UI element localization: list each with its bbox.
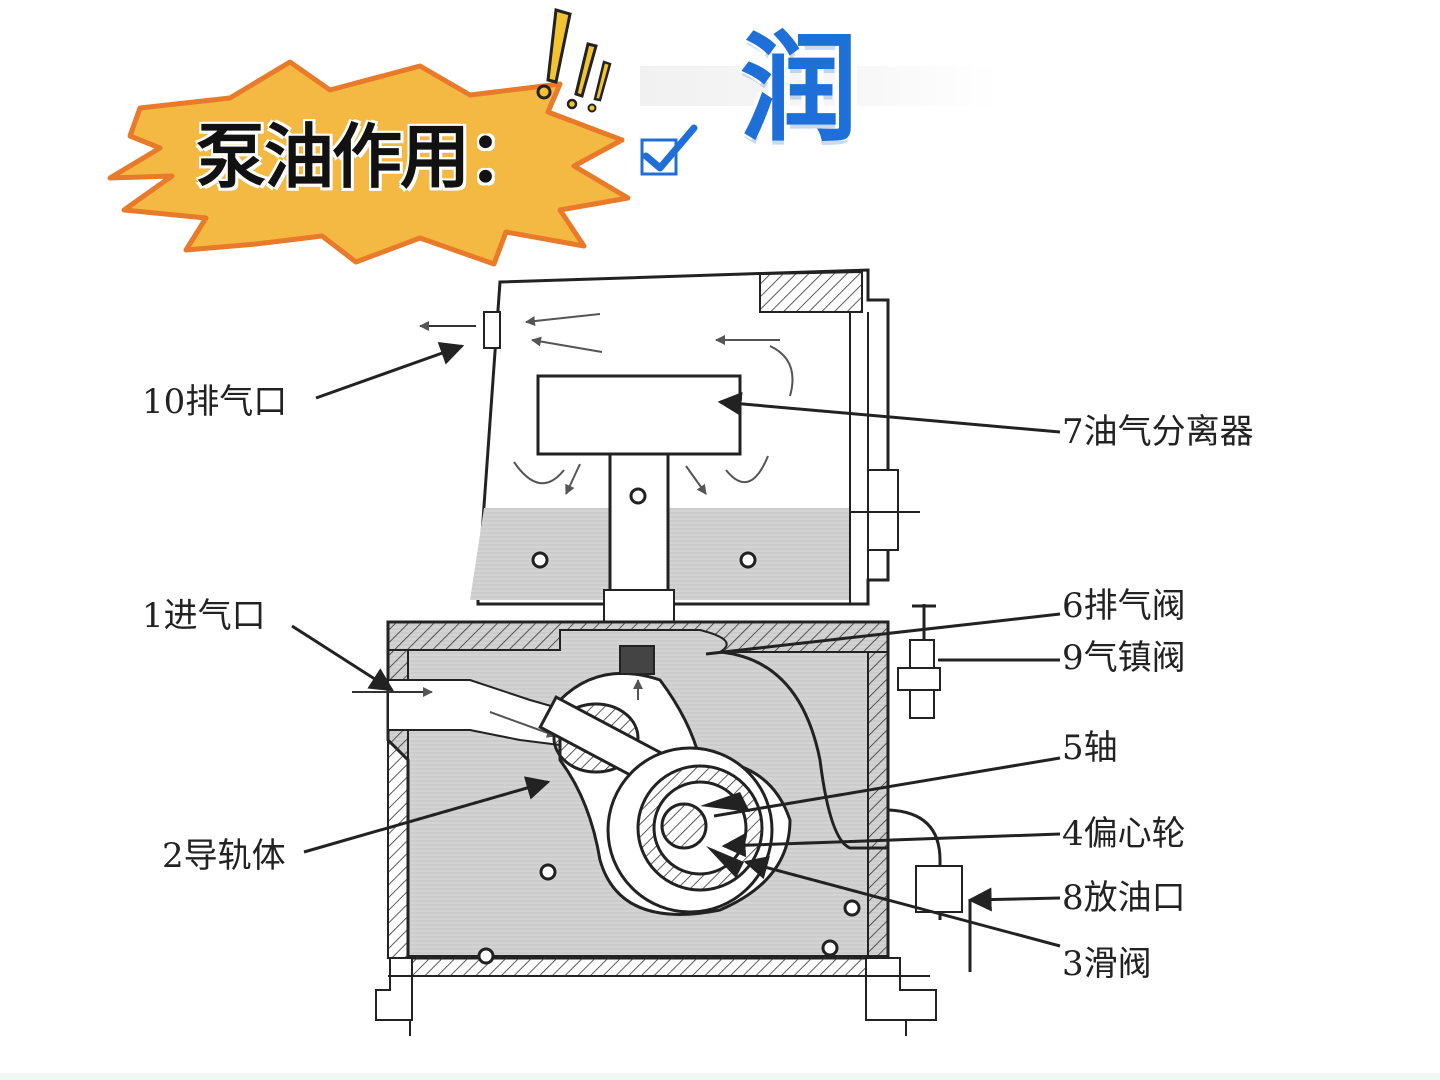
- keyword-text: 润: [740, 20, 859, 158]
- banner-title: 泵油作用：: [195, 115, 539, 199]
- label-slide-valve: 3滑阀: [1062, 944, 1152, 984]
- label-shaft: 5轴: [1062, 728, 1118, 768]
- label-exhaust-valve: 6排气阀: [1062, 586, 1186, 626]
- label-exhaust-port: 10排气口: [142, 382, 288, 422]
- starburst-shape: [107, 59, 631, 267]
- label-eccentric-wheel: 4偏心轮: [1062, 814, 1186, 854]
- label-guide-body: 2导轨体: [162, 836, 286, 876]
- label-oil-separator: 7油气分离器: [1062, 412, 1254, 452]
- label-intake-port: 1进气口: [142, 596, 266, 636]
- label-gas-ballast-valve: 9气镇阀: [1062, 638, 1186, 678]
- pump-diagram: [291, 268, 1061, 1036]
- bottom-band: [0, 1073, 1440, 1080]
- checkbox-checked-icon: [640, 124, 698, 176]
- exclamation-marks-icon: [536, 8, 612, 113]
- label-oil-drain: 8放油口: [1062, 878, 1186, 918]
- keyword-highlight: [640, 66, 1000, 106]
